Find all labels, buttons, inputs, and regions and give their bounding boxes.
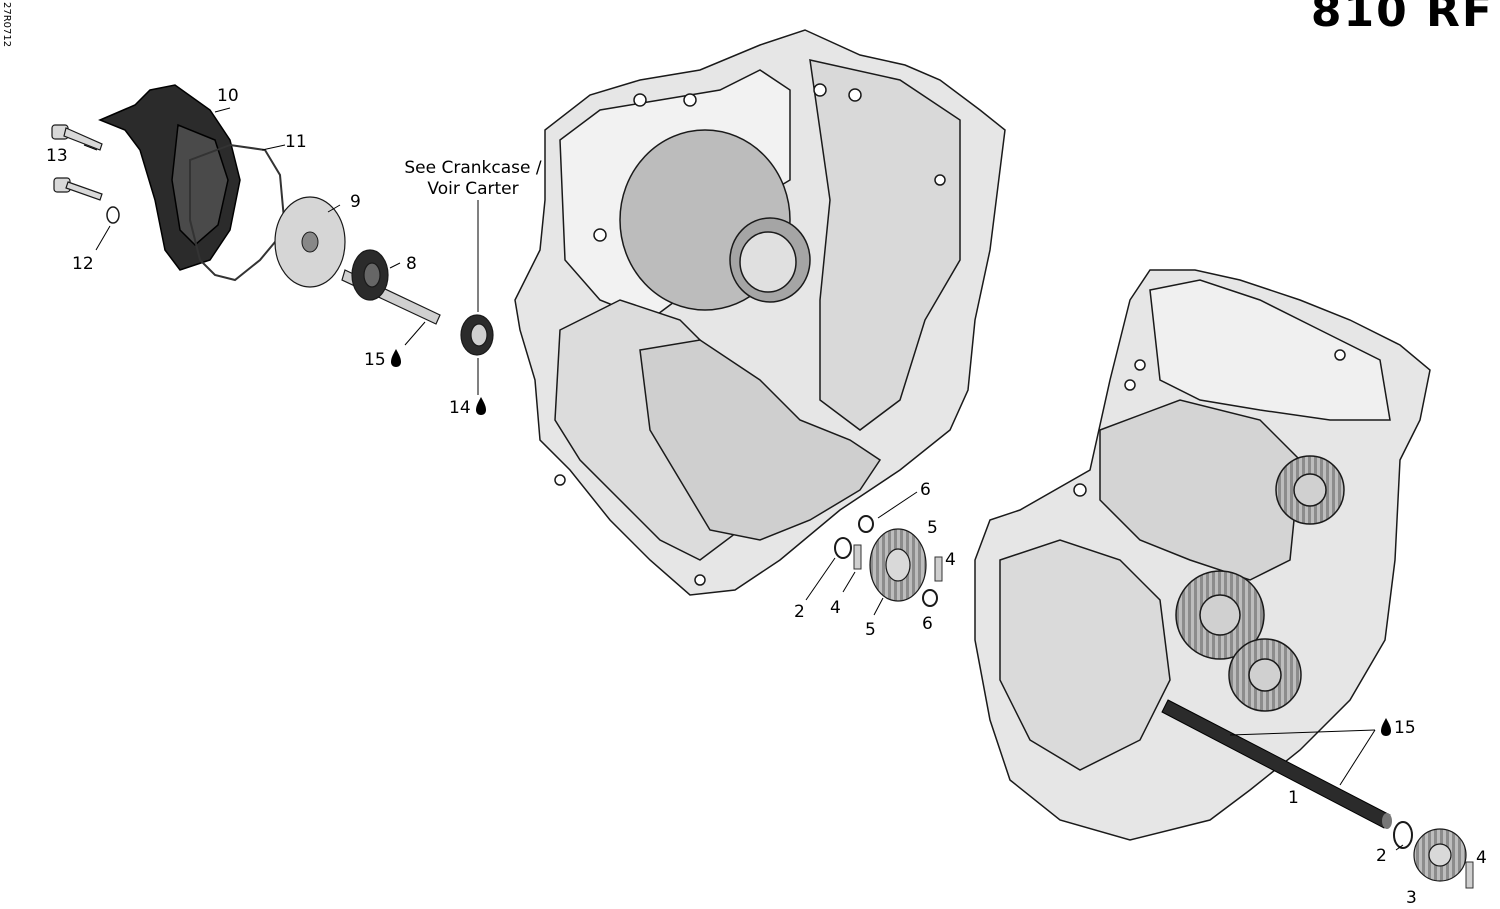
callout-8: 8 <box>406 254 417 274</box>
callout-5: 5 <box>865 620 876 640</box>
callout-2: 2 <box>1376 846 1387 866</box>
gear-5 <box>869 528 927 602</box>
callout-15: 15 <box>364 350 386 370</box>
pin-4-center-right <box>934 556 943 582</box>
diagram-title: 810 RF <box>1310 0 1494 37</box>
shaft-1 <box>1161 699 1392 829</box>
pump-shaft-8 <box>341 249 441 325</box>
circlip-6-upper <box>858 515 874 533</box>
circlip-6-lower <box>922 589 938 607</box>
oil-drop-icon <box>391 349 401 367</box>
pin-4-right <box>1465 861 1474 889</box>
impeller-hub <box>301 231 319 253</box>
leader-lines <box>83 107 1404 851</box>
gasket-11 <box>189 143 287 282</box>
water-pump-housing-10 <box>98 84 241 271</box>
callout-10: 10 <box>217 86 239 106</box>
crankcase-right-half <box>974 269 1431 841</box>
callout-6: 6 <box>922 614 933 634</box>
callout-6: 6 <box>920 480 931 500</box>
callout-15: 15 <box>1394 718 1416 738</box>
callout-3: 3 <box>1406 888 1417 908</box>
oil-drop-icon <box>476 397 486 415</box>
washer-12 <box>106 206 120 224</box>
callout-4: 4 <box>830 598 841 618</box>
bolt-13-lower <box>53 177 103 201</box>
callout-12: 12 <box>72 254 94 274</box>
bolt-13-upper <box>51 124 103 151</box>
callout-5: 5 <box>927 518 938 538</box>
callout-2: 2 <box>794 602 805 622</box>
note-line-1: See Crankcase / <box>404 158 542 178</box>
callout-11: 11 <box>285 132 307 152</box>
callout-1: 1 <box>1288 788 1299 808</box>
seal-14 <box>460 314 494 356</box>
crankcase-left-half <box>514 29 1006 596</box>
washer-2-right <box>1393 821 1413 849</box>
see-crankcase-note: See Crankcase / Voir Carter <box>392 158 554 200</box>
pin-4-center-left <box>853 544 862 570</box>
washer-2-center <box>834 537 852 559</box>
callout-14: 14 <box>449 398 471 418</box>
callout-9: 9 <box>350 192 361 212</box>
callout-4: 4 <box>945 550 956 570</box>
oil-drop-icon <box>1381 718 1391 736</box>
note-line-2: Voir Carter <box>427 179 519 199</box>
callout-4: 4 <box>1476 848 1487 868</box>
callout-13: 13 <box>46 146 68 166</box>
gear-3 <box>1413 828 1467 882</box>
